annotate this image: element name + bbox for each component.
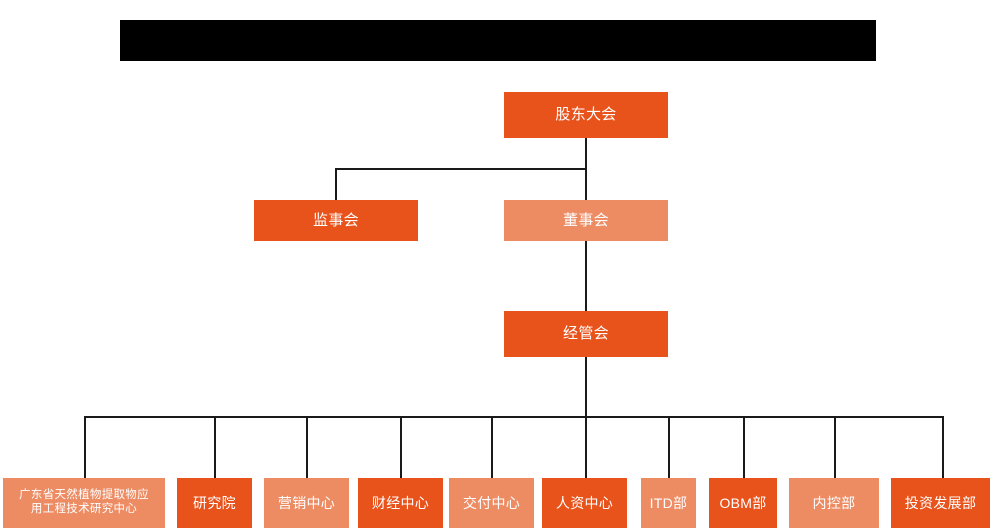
node-itd-dept[interactable]: ITD部: [641, 478, 696, 528]
node-gd-research-center-label: 广东省天然植物提取物应 用工程技术研究中心: [19, 489, 149, 515]
connector-to-research-institute: [214, 416, 216, 478]
node-investment-development-dept[interactable]: 投资发展部: [891, 478, 990, 528]
node-directors-label: 董事会: [563, 211, 609, 229]
node-finance-center[interactable]: 财经中心: [358, 478, 443, 528]
connector-level2-bus: [335, 168, 586, 170]
node-investment-development-dept-label: 投资发展部: [904, 494, 977, 511]
node-hr-center[interactable]: 人资中心: [542, 478, 627, 528]
node-gd-research-center[interactable]: 广东省天然植物提取物应 用工程技术研究中心: [3, 478, 165, 528]
node-marketing-center[interactable]: 营销中心: [264, 478, 349, 528]
connector-to-obm-dept: [743, 416, 745, 478]
connector-management-down: [585, 357, 587, 417]
node-management-label: 经管会: [563, 325, 609, 343]
node-internal-control-dept[interactable]: 内控部: [789, 478, 879, 528]
connector-to-marketing-center: [306, 416, 308, 478]
connector-to-supervisors: [335, 168, 337, 200]
node-shareholders-label: 股东大会: [555, 106, 617, 124]
connector-to-directors: [585, 168, 587, 200]
connector-to-finance-center: [400, 416, 402, 478]
node-obm-dept-label: OBM部: [719, 494, 767, 511]
connector-to-investment-development-dept: [942, 416, 944, 478]
redacted-title-banner: [120, 20, 876, 61]
connector-departments-bus: [84, 416, 943, 418]
node-hr-center-label: 人资中心: [555, 494, 614, 511]
node-delivery-center[interactable]: 交付中心: [449, 478, 534, 528]
connector-to-itd-dept: [668, 416, 670, 478]
node-internal-control-dept-label: 内控部: [812, 494, 856, 511]
node-supervisors-label: 监事会: [313, 211, 359, 229]
connector-to-gd-research-center: [84, 416, 86, 478]
node-shareholders[interactable]: 股东大会: [504, 92, 668, 138]
node-management[interactable]: 经管会: [504, 311, 668, 357]
connector-to-delivery-center: [491, 416, 493, 478]
node-obm-dept[interactable]: OBM部: [709, 478, 777, 528]
node-research-institute[interactable]: 研究院: [177, 478, 252, 528]
connector-shareholders-down: [585, 138, 587, 169]
connector-to-hr-center: [585, 416, 587, 478]
node-directors[interactable]: 董事会: [504, 200, 668, 241]
node-finance-center-label: 财经中心: [371, 494, 430, 511]
connector-to-internal-control-dept: [834, 416, 836, 478]
node-itd-dept-label: ITD部: [649, 494, 688, 511]
node-supervisors[interactable]: 监事会: [254, 200, 418, 241]
node-delivery-center-label: 交付中心: [462, 494, 521, 511]
node-marketing-center-label: 营销中心: [277, 494, 336, 511]
connector-directors-to-management: [585, 240, 587, 311]
node-research-institute-label: 研究院: [193, 494, 236, 511]
